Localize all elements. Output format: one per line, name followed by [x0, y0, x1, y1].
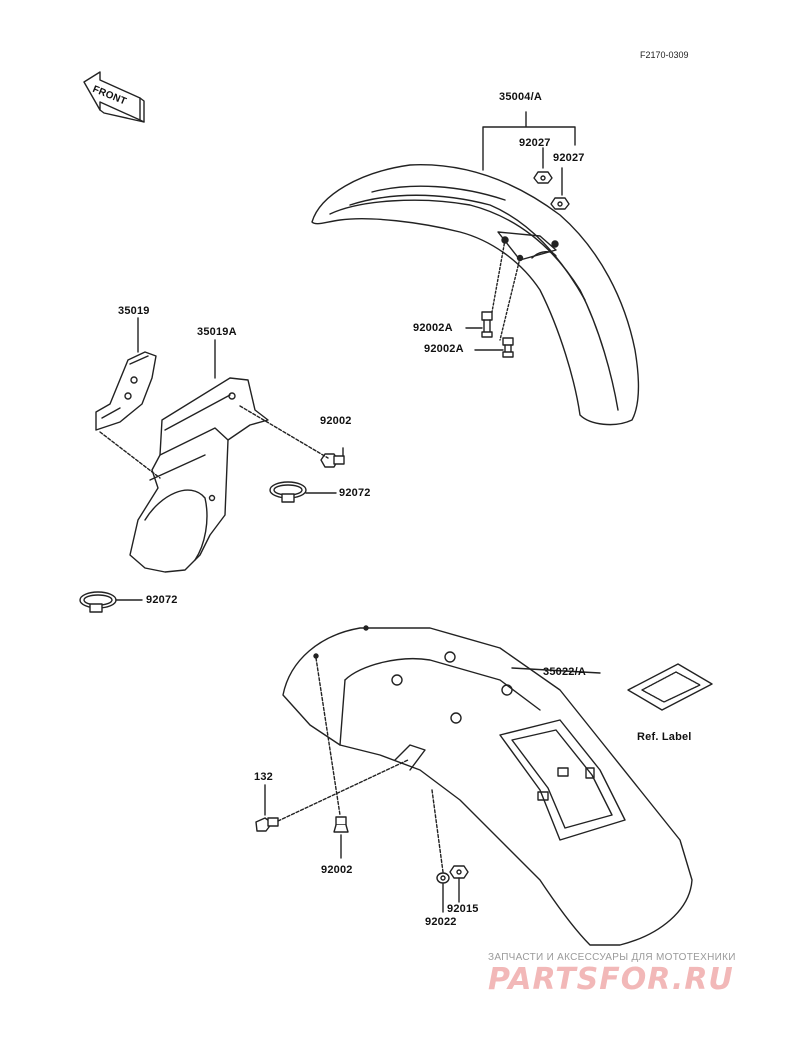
bolt-132-icon [255, 817, 279, 832]
label-35019a: 35019A [197, 326, 237, 338]
clamp-92072-b-icon [79, 591, 117, 613]
label-92022: 92022 [425, 916, 457, 928]
bracket-35019a [129, 377, 269, 573]
label-132: 132 [254, 771, 273, 783]
nut-92027-icon [533, 171, 553, 184]
label-35004a: 35004/A [499, 91, 542, 103]
rear-fender [282, 625, 693, 946]
label-92027-a: 92027 [519, 137, 551, 149]
bolt-92002a-icon [481, 311, 493, 338]
front-fender [311, 164, 640, 426]
watermark-tagline: ЗАПЧАСТИ И АКСЕССУАРЫ ДЛЯ МОТОТЕХНИКИ [488, 952, 736, 963]
label-92027-b: 92027 [553, 152, 585, 164]
watermark-brand: PARTSFOR.RU [488, 962, 734, 997]
washer-92022-icon [436, 872, 450, 884]
bolt-92002a-b-icon [502, 337, 514, 358]
label-92002a-2: 92002A [424, 343, 464, 355]
label-92015: 92015 [447, 903, 479, 915]
clamp-92072-icon [269, 481, 307, 503]
label-35019: 35019 [118, 305, 150, 317]
label-92072-top: 92072 [339, 487, 371, 499]
bolt-92002-icon [320, 453, 345, 468]
reflector-label-icon [627, 663, 713, 711]
front-arrow-icon [83, 71, 145, 123]
label-92002-top: 92002 [320, 415, 352, 427]
label-92002-bottom: 92002 [321, 864, 353, 876]
label-92002a-1: 92002A [413, 322, 453, 334]
nut-92027-b-icon [550, 197, 570, 210]
diagram-code: F2170-0309 [640, 50, 689, 60]
label-ref-label: Ref. Label [637, 731, 692, 743]
label-92072-bottom: 92072 [146, 594, 178, 606]
bolt-92002-b-icon [333, 816, 349, 833]
bracket-35019 [95, 351, 157, 431]
label-35022a: 35022/A [543, 666, 586, 678]
nut-92015-icon [449, 865, 469, 879]
